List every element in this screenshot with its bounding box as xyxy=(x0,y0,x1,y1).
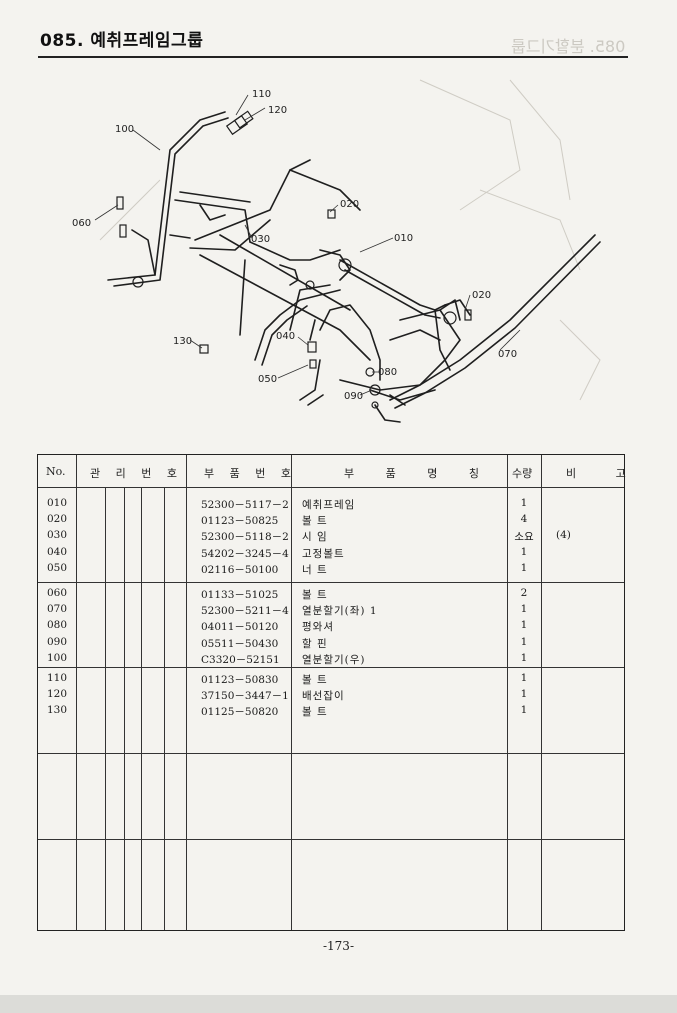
row-qty: 2 xyxy=(520,587,528,599)
row-no: 040 xyxy=(47,545,68,558)
label-090: 090 xyxy=(344,391,363,402)
row-part-name: 고정볼트 xyxy=(302,547,345,560)
row-part-no: 52300－5211－4 xyxy=(201,605,289,618)
row-part-no: 01123－50830 xyxy=(201,674,279,686)
row-qty: 1 xyxy=(520,635,528,648)
row-no: 080 xyxy=(47,619,68,632)
row-no: 100 xyxy=(47,651,68,664)
label-120: 120 xyxy=(268,105,287,116)
row-part-name: 시 임 xyxy=(302,531,328,544)
label-040: 040 xyxy=(276,331,295,342)
row-part-name: 볼 트 xyxy=(302,515,328,528)
row-part-no: 52300－5118－2 xyxy=(201,531,289,544)
label-070: 070 xyxy=(498,349,517,360)
label-020-a: 020 xyxy=(340,199,359,210)
header-no: No. xyxy=(46,465,66,478)
row-part-name: 평와셔 xyxy=(302,621,334,634)
row-qty: 1 xyxy=(520,603,528,616)
row-part-name: 열분할기(좌) 1 xyxy=(302,605,378,618)
row-no: 060 xyxy=(47,587,68,599)
row-qty: 1 xyxy=(520,561,528,574)
row-no: 020 xyxy=(47,513,68,526)
row-part-no: C3320－52151 xyxy=(201,653,280,666)
row-part-no: 02116－50100 xyxy=(201,563,279,576)
row-qty: 소요 xyxy=(514,531,534,544)
label-080: 080 xyxy=(378,367,397,378)
header-mgmt-no: 관 리 번 호 xyxy=(90,467,183,480)
header-part-no: 부 품 번 호 xyxy=(204,467,297,480)
row-part-no: 05511－50430 xyxy=(201,637,279,650)
row-part-name: 배선잡이 xyxy=(302,690,345,703)
label-100: 100 xyxy=(115,124,134,135)
bleed-through-text: 085. 분할기그룹 xyxy=(510,37,625,56)
label-010: 010 xyxy=(394,233,413,244)
label-110: 110 xyxy=(252,89,271,100)
header-qty: 수량 xyxy=(512,467,533,480)
label-020-b: 020 xyxy=(472,290,491,301)
row-part-no: 37150－3447－1 xyxy=(201,690,289,703)
row-qty: 1 xyxy=(520,619,528,632)
row-part-no: 01123－50825 xyxy=(201,515,279,528)
label-030: 030 xyxy=(251,234,270,245)
row-no: 010 xyxy=(47,497,68,509)
row-no: 090 xyxy=(47,635,68,648)
page-number: -173- xyxy=(322,939,354,953)
row-part-name: 열분할기(우) xyxy=(302,653,366,666)
row-qty: 1 xyxy=(520,672,528,684)
header-remarks: 비 고 xyxy=(566,467,644,480)
parts-diagram: 110 120 100 060 020 030 010 020 070 130 … xyxy=(72,79,601,423)
row-qty: 1 xyxy=(520,497,528,509)
row-no: 110 xyxy=(47,672,68,684)
row-part-name: 볼 트 xyxy=(302,589,328,601)
row-part-name: 예취프레임 xyxy=(302,499,356,511)
row-no: 030 xyxy=(47,529,68,542)
row-remarks: (4) xyxy=(556,529,571,542)
row-qty: 4 xyxy=(520,513,528,526)
row-qty: 1 xyxy=(520,545,528,558)
row-part-name: 할 핀 xyxy=(302,637,328,650)
row-no: 050 xyxy=(47,561,68,574)
row-no: 120 xyxy=(47,688,68,701)
row-part-no: 54202－3245－4 xyxy=(201,547,289,560)
row-part-no: 04011－50120 xyxy=(201,621,279,634)
label-060: 060 xyxy=(72,218,91,229)
row-part-name: 볼 트 xyxy=(302,674,328,686)
label-130: 130 xyxy=(173,336,192,347)
row-no: 130 xyxy=(47,704,68,717)
row-part-no: 01133－51025 xyxy=(201,589,279,601)
title-rule xyxy=(38,56,628,58)
row-qty: 1 xyxy=(520,651,528,664)
row-part-name: 볼 트 xyxy=(302,706,328,719)
row-part-no: 52300－5117－2 xyxy=(201,499,289,511)
row-no: 070 xyxy=(47,603,68,616)
row-qty: 1 xyxy=(520,688,528,701)
row-qty: 1 xyxy=(520,704,528,717)
page-title: 085. 예취프레임그룹 xyxy=(40,31,204,51)
row-part-name: 너 트 xyxy=(302,563,328,576)
header-part-name: 부 품 명 칭 xyxy=(344,467,493,480)
row-part-no: 01125－50820 xyxy=(201,706,279,719)
scan-edge xyxy=(0,995,677,1013)
label-050: 050 xyxy=(258,374,277,385)
